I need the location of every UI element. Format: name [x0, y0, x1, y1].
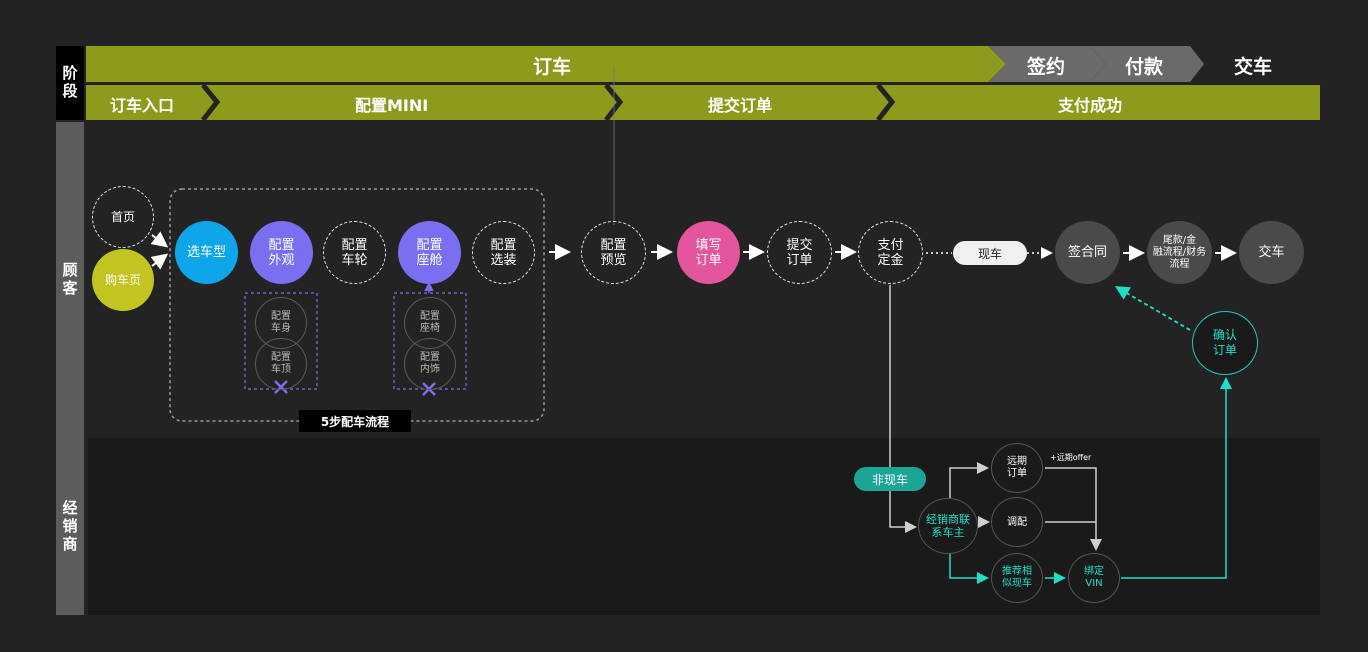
stage-row-label: 阶段 — [60, 65, 79, 101]
chevron-2 — [604, 83, 624, 122]
node-config-exterior: 配置 外观 — [250, 221, 313, 284]
stage-pay: 付款 — [1125, 56, 1164, 78]
node-fill-order: 填写 订单 — [677, 221, 740, 284]
node-final-payment: 尾款/金 融流程/财务 流程 — [1147, 221, 1212, 284]
substage-bar — [86, 85, 1320, 120]
node-bind-vin: 绑定 VIN — [1068, 553, 1120, 603]
stage-order-bar — [86, 46, 1006, 82]
node-allocate: 调配 — [991, 497, 1043, 547]
node-recommend-similar: 推荐相 似现车 — [991, 553, 1043, 603]
stage-order: 订车 — [533, 56, 572, 78]
node-config-wheel: 配置 车轮 — [323, 221, 386, 284]
node-sign-contract: 签合同 — [1055, 221, 1120, 284]
substage-config: 配置MINI — [355, 96, 429, 115]
far-offer-note: +远期offer — [1050, 453, 1092, 462]
node-far-order: 远期 订单 — [991, 443, 1043, 493]
node-config-roof: 配置 车顶 — [255, 338, 307, 390]
not-in-stock-pill: 非现车 — [854, 467, 926, 491]
stage-deliver: 交车 — [1234, 56, 1273, 78]
customer-row-label-bg — [56, 122, 84, 438]
node-home: 首页 — [92, 186, 154, 248]
node-buy-page: 购车页 — [92, 249, 154, 311]
node-pay-deposit: 支付 定金 — [858, 221, 923, 284]
node-dealer-contact: 经销商联 系车主 — [918, 498, 978, 554]
node-submit-order: 提交 订单 — [767, 221, 832, 284]
dealer-row-label-bg — [56, 438, 84, 615]
stage-row-label-bg — [56, 46, 84, 120]
node-deliver: 交车 — [1239, 221, 1304, 284]
node-confirm-order: 确认 订单 — [1192, 311, 1258, 375]
chevron-1 — [201, 83, 221, 122]
dealer-row-label: 经销商 — [60, 499, 79, 554]
in-stock-pill: 现车 — [953, 241, 1027, 265]
node-select-model: 选车型 — [175, 221, 238, 284]
substage-entry: 订车入口 — [110, 96, 175, 115]
node-config-interior: 配置 内饰 — [404, 338, 456, 390]
node-config-cabin: 配置 座舱 — [398, 221, 461, 284]
stage-pay-bar — [1090, 46, 1204, 82]
chevron-3 — [876, 83, 896, 122]
substage-success: 支付成功 — [1058, 96, 1123, 115]
substage-submit: 提交订单 — [708, 96, 773, 115]
five-step-label: 5步配车流程 — [299, 410, 411, 432]
stage-sign-bar — [988, 46, 1106, 82]
customer-row-label: 顾客 — [60, 262, 79, 298]
node-config-preview: 配置 预览 — [581, 221, 646, 284]
node-config-options: 配置 选装 — [472, 221, 535, 284]
stage-sign: 签约 — [1027, 56, 1066, 78]
